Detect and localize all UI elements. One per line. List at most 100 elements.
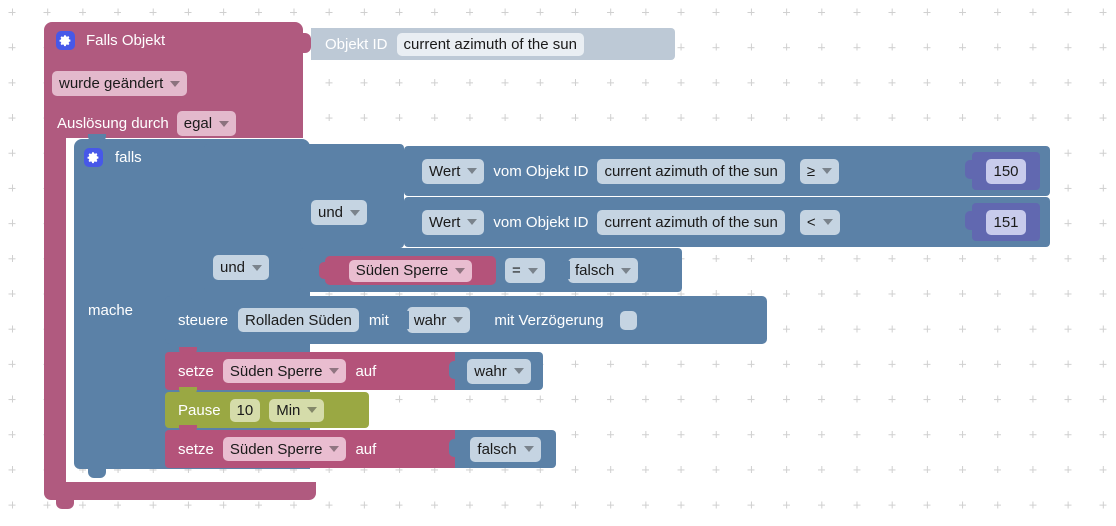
condition-1-property-dropdown[interactable]: Wert xyxy=(422,158,485,184)
trigger-event-bottom-bar xyxy=(44,482,316,500)
object-id-value-field[interactable]: current azimuth of the sun xyxy=(396,32,584,56)
statement-pause-unit-dropdown[interactable]: Min xyxy=(269,398,325,422)
chevron-down-icon xyxy=(329,446,340,452)
statement-set-variable-2-value-dropdown[interactable]: falsch xyxy=(470,436,541,462)
chevron-down-icon xyxy=(513,368,524,374)
condition-1-property-label: Wert xyxy=(429,162,461,180)
statement-control-delay-checkbox[interactable] xyxy=(619,310,637,330)
condition-2-property-dropdown[interactable]: Wert xyxy=(422,209,485,235)
statement-set-variable-1-to-label: auf xyxy=(355,362,377,380)
if-block-bottom-notch xyxy=(88,469,106,478)
gear-icon[interactable] xyxy=(84,148,103,167)
statement-set-variable-1-value-dropdown[interactable]: wahr xyxy=(467,358,531,384)
condition-2-number-field[interactable]: 151 xyxy=(986,209,1026,235)
variable-condition-variable: Süden Sperre xyxy=(355,262,449,279)
statement-pause-top-notch xyxy=(179,387,197,395)
statement-pause-block[interactable]: Pause 10 Min xyxy=(165,392,369,428)
condition-row-2[interactable]: Wert vom Objekt ID current azimuth of th… xyxy=(404,197,1050,247)
statement-set-variable-2-to-label: auf xyxy=(355,440,377,458)
variable-condition-value-notch xyxy=(561,261,570,279)
statement-set-variable-1-value: wahr xyxy=(474,362,507,380)
statement-control-value: wahr xyxy=(413,311,447,329)
statement-control-target-field[interactable]: Rolladen Süden xyxy=(238,308,359,332)
chevron-down-icon xyxy=(822,168,833,174)
statement-set-variable-1-variable: Süden Sperre xyxy=(229,362,323,380)
trigger-source-dropdown[interactable]: egal xyxy=(176,111,237,136)
object-id-label: Objekt ID xyxy=(325,35,388,53)
condition-2-number-notch xyxy=(965,211,975,230)
trigger-title: Falls Objekt xyxy=(86,32,166,49)
statement-set-variable-1-value-notch xyxy=(449,361,458,379)
variable-condition-variable-block[interactable]: Süden Sperre xyxy=(325,256,496,285)
variable-condition-variable-field[interactable]: Süden Sperre xyxy=(348,259,473,282)
if-block-header: falls xyxy=(84,148,142,167)
condition-2-comparator-dropdown[interactable]: < xyxy=(799,209,840,235)
if-block-statement-well-bottom xyxy=(165,468,310,469)
chevron-down-icon xyxy=(252,264,263,271)
statement-control-block[interactable]: steuere Rolladen Süden mit wahr mit Verz… xyxy=(165,296,767,344)
statement-set-variable-1-verb: setze xyxy=(178,362,214,380)
chevron-down-icon xyxy=(621,267,632,274)
statement-pause-amount: 10 xyxy=(236,401,254,419)
statement-set-variable-1-value-block[interactable]: wahr xyxy=(455,352,543,390)
logic-and-outer-dropdown[interactable]: und xyxy=(213,255,270,280)
trigger-condition-dropdown-label: wurde geändert xyxy=(59,75,164,92)
chevron-down-icon xyxy=(822,219,833,225)
condition-2-number-block[interactable]: 151 xyxy=(972,203,1040,241)
trigger-source-dropdown-label: egal xyxy=(183,115,213,132)
statement-control-top-notch xyxy=(179,291,197,299)
statement-set-variable-2-value: falsch xyxy=(477,440,517,458)
statement-set-variable-2-value-block[interactable]: falsch xyxy=(455,430,556,468)
logic-and-inner-block[interactable] xyxy=(300,144,404,248)
statement-set-variable-2-value-notch xyxy=(449,439,458,457)
chevron-down-icon xyxy=(523,446,534,452)
condition-2-middle-label: vom Objekt ID xyxy=(493,213,589,231)
statement-set-variable-2-top-notch xyxy=(179,425,197,433)
chevron-down-icon xyxy=(219,120,230,127)
trigger-source-label: Auslösung durch xyxy=(57,115,169,132)
condition-2-object-id-field[interactable]: current azimuth of the sun xyxy=(597,209,785,235)
statement-set-variable-2-variable-field[interactable]: Süden Sperre xyxy=(222,437,347,461)
condition-1-comparator-dropdown[interactable]: ≥ xyxy=(799,158,840,184)
statement-control-value-notch xyxy=(399,311,409,329)
variable-condition-variable-notch xyxy=(319,262,328,279)
statement-control-value-dropdown[interactable]: wahr xyxy=(406,307,471,333)
chevron-down-icon xyxy=(453,317,464,323)
statement-set-variable-2-block[interactable]: setze Süden Sperre auf xyxy=(165,430,462,468)
chevron-down-icon xyxy=(307,407,318,413)
condition-1-comparator: ≥ xyxy=(806,162,816,180)
variable-condition-comparator-dropdown[interactable]: = xyxy=(505,258,545,283)
chevron-down-icon xyxy=(350,209,361,216)
gear-icon[interactable] xyxy=(56,31,75,50)
object-id-block[interactable]: Objekt ID current azimuth of the sun xyxy=(311,28,675,60)
statement-control-verb: steuere xyxy=(178,311,229,329)
variable-condition-value: falsch xyxy=(575,262,615,279)
statement-control-delay-label: mit Verzögerung xyxy=(494,311,604,329)
logic-and-inner-dropdown[interactable]: und xyxy=(311,200,368,225)
chevron-down-icon xyxy=(170,80,181,87)
statement-set-variable-1-block[interactable]: setze Süden Sperre auf xyxy=(165,352,462,390)
if-block-label: falls xyxy=(115,149,142,166)
variable-condition-comparator: = xyxy=(512,262,521,279)
statement-pause-unit: Min xyxy=(276,401,301,419)
chevron-down-icon xyxy=(467,168,478,174)
condition-1-number-notch xyxy=(965,160,975,179)
if-block-do-label: mache xyxy=(88,302,134,319)
statement-control-target: Rolladen Süden xyxy=(245,311,352,329)
condition-1-object-id-field[interactable]: current azimuth of the sun xyxy=(597,158,785,184)
condition-1-number-field[interactable]: 150 xyxy=(986,158,1026,184)
object-id-value: current azimuth of the sun xyxy=(403,35,577,53)
trigger-condition-dropdown[interactable]: wurde geändert xyxy=(52,71,188,96)
trigger-event-left-rail xyxy=(44,130,66,482)
condition-2-number: 151 xyxy=(993,213,1019,231)
statement-control-with-label: mit xyxy=(368,311,389,329)
statement-pause-amount-field[interactable]: 10 xyxy=(229,398,261,422)
condition-1-number-block[interactable]: 150 xyxy=(972,152,1040,190)
statement-set-variable-1-variable-field[interactable]: Süden Sperre xyxy=(222,359,347,383)
variable-condition-value-dropdown[interactable]: falsch xyxy=(568,258,639,283)
statement-set-variable-2-variable: Süden Sperre xyxy=(229,440,323,458)
if-block-top-notch xyxy=(88,134,106,142)
condition-row-1[interactable]: Wert vom Objekt ID current azimuth of th… xyxy=(404,146,1050,196)
trigger-source-row: Auslösung durch egal xyxy=(57,111,237,136)
condition-1-number: 150 xyxy=(993,162,1019,180)
